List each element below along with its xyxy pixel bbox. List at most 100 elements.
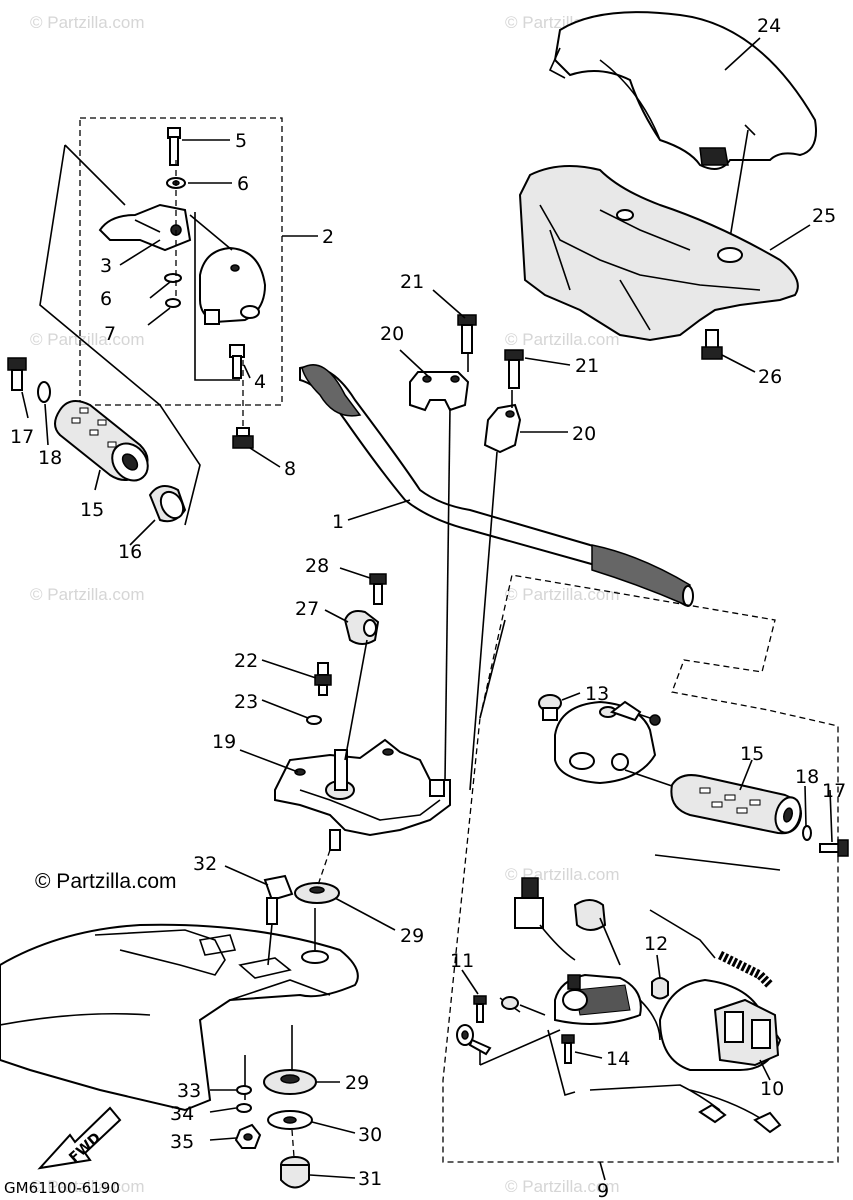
hull-deck-panel xyxy=(0,923,359,1112)
leader-line xyxy=(224,865,269,886)
bar-end-screw xyxy=(7,357,27,391)
circlip xyxy=(165,298,181,308)
leader-line xyxy=(399,349,431,379)
terminal-ring xyxy=(456,1024,492,1056)
bolt xyxy=(314,662,332,696)
damper xyxy=(343,610,380,645)
callout-6: 6 xyxy=(237,173,249,195)
callout-26: 26 xyxy=(758,366,782,388)
leader-line xyxy=(119,239,161,266)
lever-holder xyxy=(199,246,267,325)
diagram-code: GM61100-6190 xyxy=(4,1179,120,1197)
nut xyxy=(234,1123,262,1149)
callout-25: 25 xyxy=(812,205,836,227)
handle-grip-right xyxy=(670,774,802,835)
assembly-axis xyxy=(267,923,273,966)
leader-line xyxy=(769,224,811,251)
leader-line xyxy=(654,854,781,871)
callout-30: 30 xyxy=(358,1124,382,1146)
screw xyxy=(561,1034,575,1064)
leader-line xyxy=(209,1107,237,1113)
leader-line xyxy=(309,1174,356,1179)
washer xyxy=(236,1103,252,1113)
callout-35: 35 xyxy=(170,1131,194,1153)
leader-line xyxy=(243,364,251,379)
bolt xyxy=(457,314,477,354)
callout-2: 2 xyxy=(322,226,334,248)
leader-line xyxy=(347,499,411,521)
callout-11: 11 xyxy=(450,950,474,972)
leader-line xyxy=(209,1137,237,1141)
leader-line xyxy=(727,129,749,251)
callout-14: 14 xyxy=(606,1048,630,1070)
lever-nut xyxy=(232,427,254,449)
assembly-axis xyxy=(291,1129,295,1158)
assembly-axis xyxy=(317,849,331,886)
leader-line xyxy=(561,692,581,701)
bolt xyxy=(504,349,524,389)
bar-end-screw xyxy=(819,839,849,857)
handle-crown xyxy=(274,738,451,851)
leader-line xyxy=(724,37,761,71)
leader-line xyxy=(44,403,49,446)
bar-end-washer xyxy=(802,825,812,841)
callout-22: 22 xyxy=(234,650,258,672)
handlebar xyxy=(299,364,694,607)
callout-28: 28 xyxy=(305,555,329,577)
assembly-axis xyxy=(624,769,673,787)
bar-end-washer xyxy=(37,381,51,403)
mounting-bolt xyxy=(263,874,294,925)
rubber-damper xyxy=(294,882,340,904)
callout-15: 15 xyxy=(740,743,764,765)
callout-1: 1 xyxy=(332,511,344,533)
callout-33: 33 xyxy=(177,1080,201,1102)
leader-line xyxy=(129,519,156,546)
callout-3: 3 xyxy=(100,255,112,277)
screw xyxy=(229,344,245,379)
callout-16: 16 xyxy=(118,541,142,563)
callout-29: 29 xyxy=(400,925,424,947)
leader-line xyxy=(39,144,201,526)
callout-23: 23 xyxy=(234,691,258,713)
leader-line xyxy=(147,307,171,326)
handle-grip-left xyxy=(54,400,149,482)
callout-18: 18 xyxy=(795,766,819,788)
callout-21: 21 xyxy=(575,355,599,377)
leader-line xyxy=(432,289,466,319)
callout-10: 10 xyxy=(760,1078,784,1100)
callout-34: 34 xyxy=(170,1103,194,1125)
screw xyxy=(473,995,487,1023)
leader-line xyxy=(739,759,753,791)
watermark: © Partzilla.com xyxy=(505,1177,620,1196)
callout-4: 4 xyxy=(254,371,266,393)
callout-24: 24 xyxy=(757,15,781,37)
start-button-cap xyxy=(538,694,562,721)
switch-cover xyxy=(658,978,782,1071)
leader-line xyxy=(339,567,371,579)
leader-line xyxy=(479,619,506,719)
assembly-axis xyxy=(344,639,368,761)
washer xyxy=(236,1085,252,1095)
assembly-axis xyxy=(444,407,451,781)
callout-15: 15 xyxy=(80,499,104,521)
leader-line xyxy=(249,447,281,468)
callout-17: 17 xyxy=(822,780,846,802)
leader-line xyxy=(656,954,661,979)
screw xyxy=(369,573,387,605)
leader-line xyxy=(64,144,126,206)
callout-12: 12 xyxy=(644,933,668,955)
handlebar-cover-top xyxy=(548,11,817,170)
bolt xyxy=(701,329,723,360)
switch-wiring-assembly xyxy=(499,877,782,1134)
callout-27: 27 xyxy=(295,598,319,620)
leader-line xyxy=(149,281,171,299)
washer xyxy=(164,273,182,283)
callout-18: 18 xyxy=(38,447,62,469)
grip-end-collar xyxy=(148,485,187,523)
watermark: © Partzilla.com xyxy=(505,330,620,349)
watermark: © Partzilla.com xyxy=(30,585,145,604)
callout-19: 19 xyxy=(212,731,236,753)
leader-line xyxy=(94,469,101,491)
leader-line xyxy=(21,391,29,419)
